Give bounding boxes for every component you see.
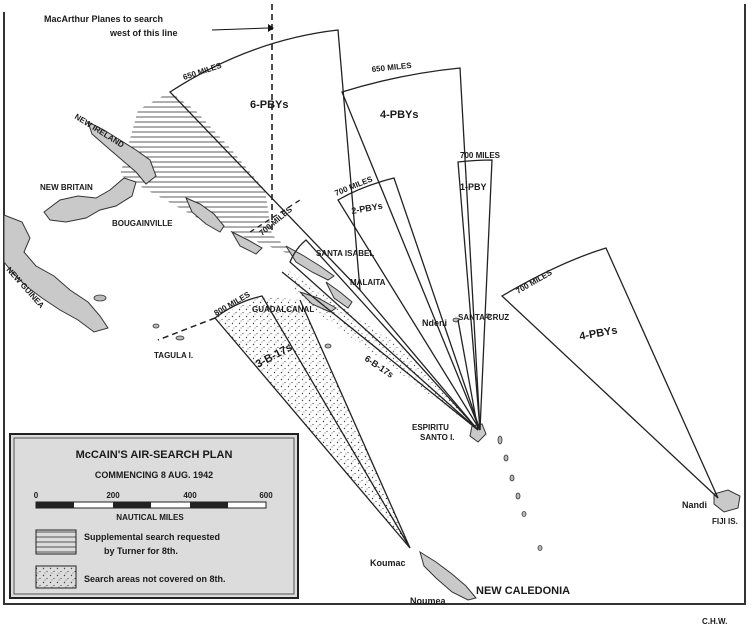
place-noumea: Noumea	[410, 596, 447, 606]
legend-swatch-hatched	[35, 529, 77, 555]
solomons-land	[230, 230, 263, 255]
north-dash	[249, 199, 301, 233]
sector-6-b17s-edge	[281, 271, 479, 431]
sector-label-6-pbys: 6-PBYs	[250, 99, 289, 111]
legend-item2: Search areas not covered on 8th.	[84, 574, 226, 584]
sector-4-pbys-north	[341, 67, 481, 431]
legend-subtitle: COMMENCING 8 AUG. 1942	[95, 470, 213, 480]
sector-4-pbys-east	[500, 247, 719, 499]
legend: McCAIN'S AIR-SEARCH PLAN COMMENCING 8 AU…	[9, 433, 299, 599]
place-santa-cruz: SANTA CRUZ	[458, 313, 509, 322]
santa-isabel-land	[285, 245, 335, 281]
place-bougainville: BOUGAINVILLE	[112, 219, 173, 228]
macarthur-callout-arrow	[211, 27, 269, 31]
range-label-650-a: 650 MILES	[182, 61, 223, 82]
sector-6-pbys	[168, 29, 361, 292]
place-ndeni: Ndeni	[422, 318, 447, 328]
scale-tick-0: 0	[34, 491, 39, 500]
sector-label-4-pbys-east: 4-PBYs	[578, 324, 618, 343]
callout-line-2: west of this line	[109, 28, 178, 38]
small-islands	[93, 294, 543, 551]
scale-tick-600: 600	[259, 491, 273, 500]
bougainville-land	[185, 197, 225, 233]
fiji-land	[713, 489, 741, 513]
map-frame	[3, 4, 746, 605]
place-malaita: MALAITA	[350, 278, 386, 287]
sector-3-b17s	[214, 295, 411, 549]
malaita-land	[325, 281, 353, 309]
range-label-700-a: 700 MILES	[460, 151, 501, 160]
scale-bar	[35, 501, 267, 509]
new-britain-land	[43, 177, 137, 223]
credit: C.H.W.	[702, 617, 727, 626]
guadalcanal-land	[299, 291, 337, 313]
range-label-650-b: 650 MILES	[371, 61, 412, 74]
legend-box-inner	[13, 437, 295, 595]
callout-line-1: MacArthur Planes to search	[44, 14, 163, 24]
new-caledonia-land	[419, 550, 477, 601]
place-tagula: TAGULA I.	[154, 351, 193, 360]
scale-tick-200: 200	[106, 491, 120, 500]
place-nandi: Nandi	[682, 500, 707, 510]
espiritu-ray-a	[359, 289, 479, 431]
sector-1-pby	[457, 159, 493, 431]
tagula-dash	[157, 317, 216, 341]
legend-title: McCAIN'S AIR-SEARCH PLAN	[76, 449, 233, 461]
espiritu-ray-b	[457, 319, 479, 431]
place-new-britain: NEW BRITAIN	[40, 183, 93, 192]
place-espiritu-1: ESPIRITU	[412, 423, 449, 432]
supplemental-search-area	[120, 92, 300, 258]
new-ireland-land	[87, 121, 157, 185]
place-santa-isabel: SANTA ISABEL	[316, 249, 374, 258]
legend-swatch-dotted	[35, 565, 77, 589]
sector-label-1-pby: 1-PBY	[460, 182, 487, 192]
place-espiritu-2: SANTO I.	[420, 433, 455, 442]
legend-item1-line2: by Turner for 8th.	[104, 546, 178, 556]
place-fiji: FIJI IS.	[712, 517, 738, 526]
uncovered-search-area	[215, 296, 410, 548]
place-koumac: Koumac	[370, 558, 406, 568]
sector-6-b17s	[289, 239, 479, 431]
place-guadalcanal: GUADALCANAL	[252, 305, 314, 314]
place-new-ireland: NEW IRELAND	[73, 112, 126, 150]
sector-label-2-pbys: 2-PBYs	[351, 201, 384, 216]
macarthur-callout-arrowhead	[268, 24, 274, 32]
sector-3-b17s-edge	[299, 299, 411, 549]
place-new-caledonia: NEW CALEDONIA	[476, 585, 570, 597]
legend-item1-line1: Supplemental search requested	[84, 532, 220, 542]
range-label-700-c: 700 MILES	[515, 268, 555, 296]
sector-label-4-pbys-north: 4-PBYs	[380, 109, 419, 121]
scale-label: NAUTICAL MILES	[116, 513, 184, 522]
sector-2-pbys	[337, 177, 481, 431]
new-guinea-land	[3, 214, 109, 333]
scale-tick-400: 400	[183, 491, 197, 500]
